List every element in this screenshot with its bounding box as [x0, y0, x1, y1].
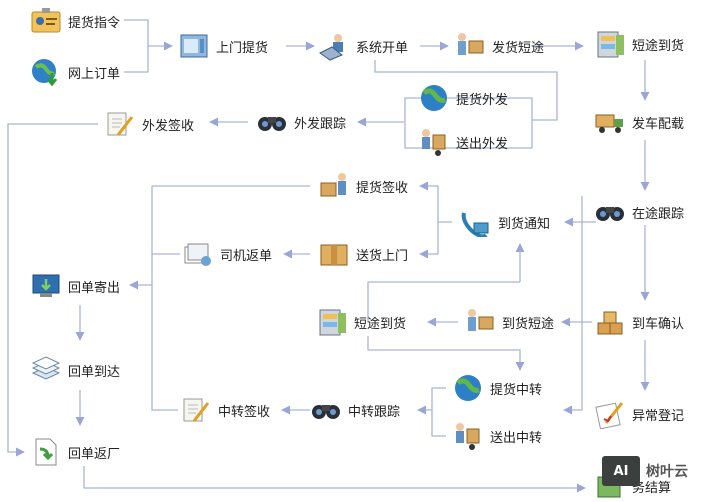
worker-box-icon — [468, 309, 494, 331]
node-label: 提货指令 — [68, 15, 121, 31]
node-label: 在途跟踪 — [632, 206, 685, 222]
person-laptop-icon — [319, 34, 343, 61]
hand-truck-icon — [422, 129, 446, 156]
notepad-pen-icon — [183, 398, 210, 422]
box-stack-icon — [597, 311, 623, 335]
node-label: 到货通知 — [498, 216, 551, 232]
file-cabinet-icon — [597, 31, 624, 58]
node-label: 回单到达 — [68, 364, 121, 380]
node-short-arrive-2[interactable]: 短途到货 — [316, 306, 406, 338]
node-transfer-track[interactable]: 中转跟踪 — [310, 394, 400, 426]
box-icon — [320, 244, 348, 266]
node-label: 到货短途 — [502, 316, 555, 332]
truck-boxes-icon — [595, 114, 623, 133]
globe-icon — [421, 85, 447, 111]
node-label: 回单寄出 — [68, 280, 121, 296]
node-label: 司机返单 — [220, 248, 273, 264]
node-exception-reg[interactable]: 异常登记 — [594, 398, 684, 430]
hand-truck-icon — [456, 423, 480, 450]
node-label: 中转跟踪 — [348, 404, 401, 420]
node-car-confirm[interactable]: 到车确认 — [594, 306, 684, 338]
node-label: 到车确认 — [632, 316, 685, 332]
watermark-logo: AI — [602, 456, 640, 486]
node-send-out[interactable]: 送出外发 — [418, 126, 508, 158]
node-out-track[interactable]: 外发跟踪 — [256, 106, 346, 138]
node-label: 发车配载 — [632, 116, 685, 132]
node-label: 外发跟踪 — [294, 116, 347, 132]
node-label: 异常登记 — [632, 408, 685, 424]
node-receipt-return[interactable]: 回单返厂 — [30, 436, 120, 468]
node-label: 送出外发 — [456, 136, 509, 152]
node-transit-track[interactable]: 在途跟踪 — [594, 196, 684, 228]
watermark-text: 树叶云 — [646, 464, 688, 480]
id-card-icon — [31, 8, 61, 33]
node-label: 中转签收 — [218, 404, 271, 420]
node-door-pickup[interactable]: 上门提货 — [178, 30, 268, 62]
node-label: 送出中转 — [490, 430, 543, 446]
node-pickup-order[interactable]: 提货指令 — [30, 5, 120, 37]
node-receipt-send[interactable]: 回单寄出 — [30, 270, 120, 302]
node-label: 提货签收 — [356, 180, 409, 196]
documents-icon — [184, 243, 211, 266]
node-delivery-door[interactable]: 送货上门 — [318, 238, 408, 270]
person-box-icon — [320, 173, 346, 197]
node-label: 务结算 — [632, 480, 672, 496]
node-label: 短途到货 — [632, 38, 685, 54]
node-pickup-out[interactable]: 提货外发 — [418, 82, 508, 114]
node-label: 发货短途 — [492, 40, 545, 56]
node-label: 回单返厂 — [68, 446, 121, 462]
node-pickup-sign[interactable]: 提货签收 — [318, 170, 408, 202]
node-online-order[interactable]: 网上订单 — [30, 56, 120, 88]
node-driver-return[interactable]: 司机返单 — [182, 238, 272, 270]
node-label: 网上订单 — [68, 66, 121, 82]
watermark: AI 树叶云 — [602, 456, 688, 486]
node-label: 送货上门 — [356, 248, 409, 264]
paper-stack-icon — [31, 356, 61, 380]
node-system-open[interactable]: 系统开单 — [318, 30, 408, 62]
phone-icon — [461, 212, 489, 237]
binoculars-icon — [258, 117, 286, 131]
node-transfer-sign[interactable]: 中转签收 — [180, 394, 270, 426]
worker-box-icon — [458, 33, 484, 55]
node-arrive-notice[interactable]: 到货通知 — [460, 206, 550, 238]
node-depart-load[interactable]: 发车配载 — [594, 106, 684, 138]
node-ship-short[interactable]: 发货短途 — [454, 30, 544, 62]
node-arrive-short[interactable]: 到货短途 — [464, 306, 554, 338]
node-label: 提货中转 — [490, 382, 543, 398]
monitor-window-icon — [180, 34, 208, 58]
node-label: 系统开单 — [356, 40, 409, 56]
node-out-sign[interactable]: 外发签收 — [104, 108, 194, 140]
globe-icon — [455, 375, 481, 401]
node-label: 提货外发 — [456, 92, 509, 108]
node-label: 上门提货 — [216, 40, 269, 56]
node-receipt-arrive[interactable]: 回单到达 — [30, 354, 120, 386]
node-pickup-transfer[interactable]: 提货中转 — [452, 372, 542, 404]
document-return-icon — [35, 438, 57, 466]
globe-download-icon — [32, 59, 58, 87]
pen-paper-icon — [595, 402, 624, 429]
monitor-download-icon — [32, 274, 60, 297]
binoculars-icon — [596, 207, 624, 221]
node-short-arrive-1[interactable]: 短途到货 — [594, 28, 684, 60]
binoculars-icon — [312, 405, 340, 419]
node-label: 外发签收 — [142, 118, 195, 134]
notepad-pen-icon — [107, 112, 134, 136]
node-label: 短途到货 — [354, 316, 407, 332]
node-send-transfer[interactable]: 送出中转 — [452, 420, 542, 452]
file-cabinet-icon — [319, 309, 346, 336]
